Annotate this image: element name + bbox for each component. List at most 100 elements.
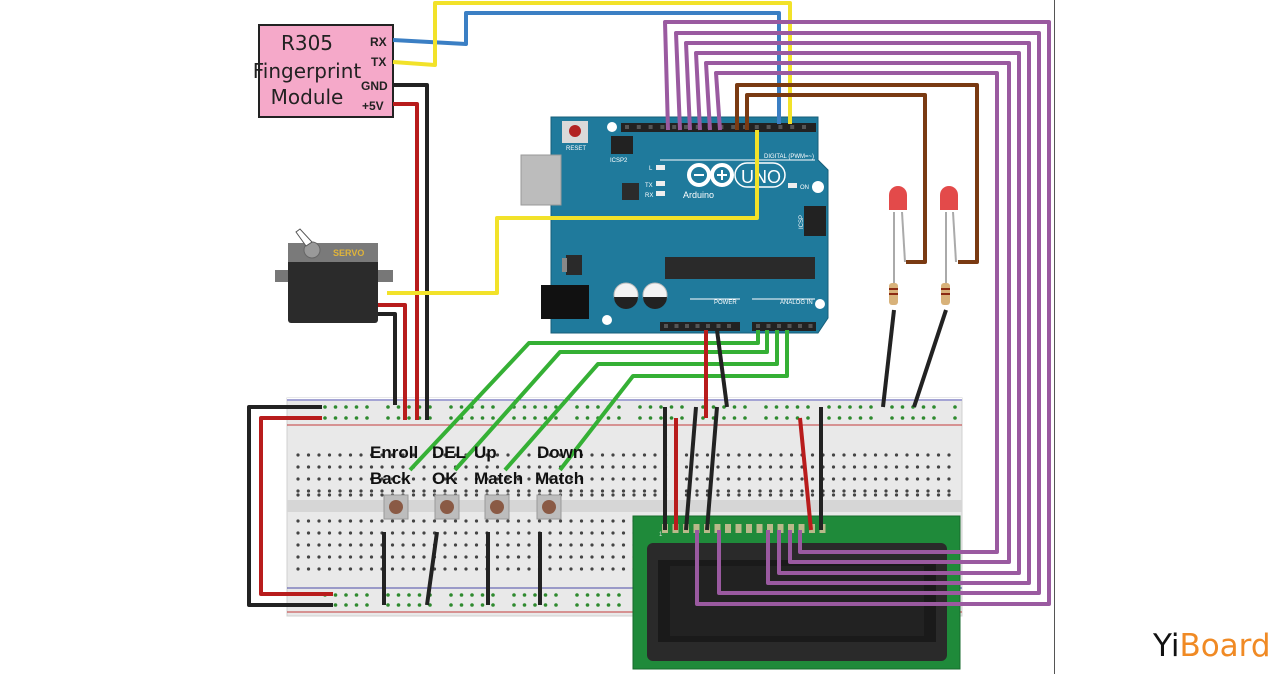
bb-hole	[453, 489, 458, 493]
bb-hole	[390, 465, 395, 469]
bb-hole	[758, 465, 762, 469]
wire-btn2-gnd	[425, 531, 439, 606]
bb-hole	[401, 567, 405, 571]
bb-hole	[915, 493, 920, 497]
bb-hole	[327, 555, 332, 559]
bb-hole	[506, 555, 510, 559]
bb-hole	[884, 453, 888, 457]
bb-hole	[768, 465, 773, 469]
rail-hole	[344, 593, 348, 597]
bb-hole	[831, 489, 836, 493]
bb-hole	[422, 489, 426, 493]
rail-hole	[543, 416, 548, 420]
led-rx-label: RX	[645, 193, 653, 199]
button-cap[interactable]	[490, 500, 504, 514]
button-cap[interactable]	[542, 500, 556, 514]
rail-hole	[953, 405, 957, 409]
bb-hole	[296, 543, 300, 547]
rail-hole	[533, 405, 537, 409]
button-cap[interactable]	[440, 500, 454, 514]
bb-hole	[464, 531, 468, 535]
rail-hole	[837, 416, 842, 420]
bb-hole	[936, 489, 941, 493]
bb-hole	[716, 465, 720, 469]
bb-hole	[453, 543, 458, 547]
button-top-label: Enroll	[370, 443, 418, 462]
rail-hole	[365, 603, 369, 607]
bb-hole	[306, 489, 311, 493]
bb-hole	[695, 489, 699, 493]
bb-hole	[390, 477, 395, 481]
bb-hole	[789, 465, 794, 469]
bb-hole	[768, 489, 773, 493]
rail-hole	[333, 416, 338, 420]
bb-hole	[705, 453, 710, 457]
rail-hole	[407, 593, 411, 597]
bb-hole	[548, 531, 552, 535]
bb-hole	[516, 477, 521, 481]
rail-hole	[522, 405, 527, 409]
bb-hole	[894, 489, 899, 493]
bb-hole	[590, 531, 594, 535]
bb-hole	[369, 531, 374, 535]
bb-hole	[443, 543, 447, 547]
bb-hole	[642, 489, 647, 493]
logo-prefix: Yi	[1153, 628, 1180, 664]
power-pin	[706, 324, 710, 328]
rail-hole	[491, 416, 495, 420]
bb-hole	[485, 477, 489, 481]
bb-hole	[516, 543, 521, 547]
bb-hole	[873, 453, 878, 457]
rail-hole	[543, 405, 548, 409]
bb-hole	[779, 453, 783, 457]
bb-hole	[653, 477, 657, 481]
bb-hole	[527, 477, 531, 481]
bb-hole	[926, 493, 930, 497]
bb-hole	[558, 489, 563, 493]
bb-hole	[453, 453, 458, 457]
rail-hole	[669, 405, 674, 409]
bb-hole	[317, 493, 321, 497]
bb-hole	[443, 555, 447, 559]
bb-hole	[548, 453, 552, 457]
rail-hole	[491, 603, 495, 607]
bb-hole	[443, 567, 447, 571]
analog-pin	[766, 324, 771, 328]
bb-hole	[579, 519, 584, 523]
rail-hole	[459, 603, 464, 607]
bb-hole	[611, 477, 615, 481]
bb-hole	[600, 567, 605, 571]
bb-hole	[443, 465, 447, 469]
led-1	[889, 186, 907, 305]
bb-hole	[527, 531, 531, 535]
bb-hole	[716, 489, 720, 493]
bb-hole	[621, 489, 626, 493]
button-cap[interactable]	[389, 500, 403, 514]
bb-hole	[453, 567, 458, 571]
rail-hole	[743, 405, 747, 409]
bb-hole	[579, 543, 584, 547]
bb-hole	[705, 477, 710, 481]
rail-hole	[533, 603, 537, 607]
analog-pin	[808, 324, 813, 328]
rail-hole	[491, 593, 495, 597]
bb-hole	[359, 531, 363, 535]
rail-hole	[470, 593, 474, 597]
bb-hole	[359, 453, 363, 457]
rail-hole	[354, 416, 359, 420]
bb-hole	[464, 465, 468, 469]
brand-label: Arduino	[683, 190, 714, 200]
bb-hole	[296, 453, 300, 457]
rail-hole	[638, 405, 642, 409]
bb-hole	[380, 453, 384, 457]
bb-hole	[758, 477, 762, 481]
rail-hole	[932, 405, 936, 409]
rail-hole	[386, 603, 390, 607]
bb-hole	[306, 543, 311, 547]
rail-hole	[932, 416, 936, 420]
bb-hole	[926, 453, 930, 457]
